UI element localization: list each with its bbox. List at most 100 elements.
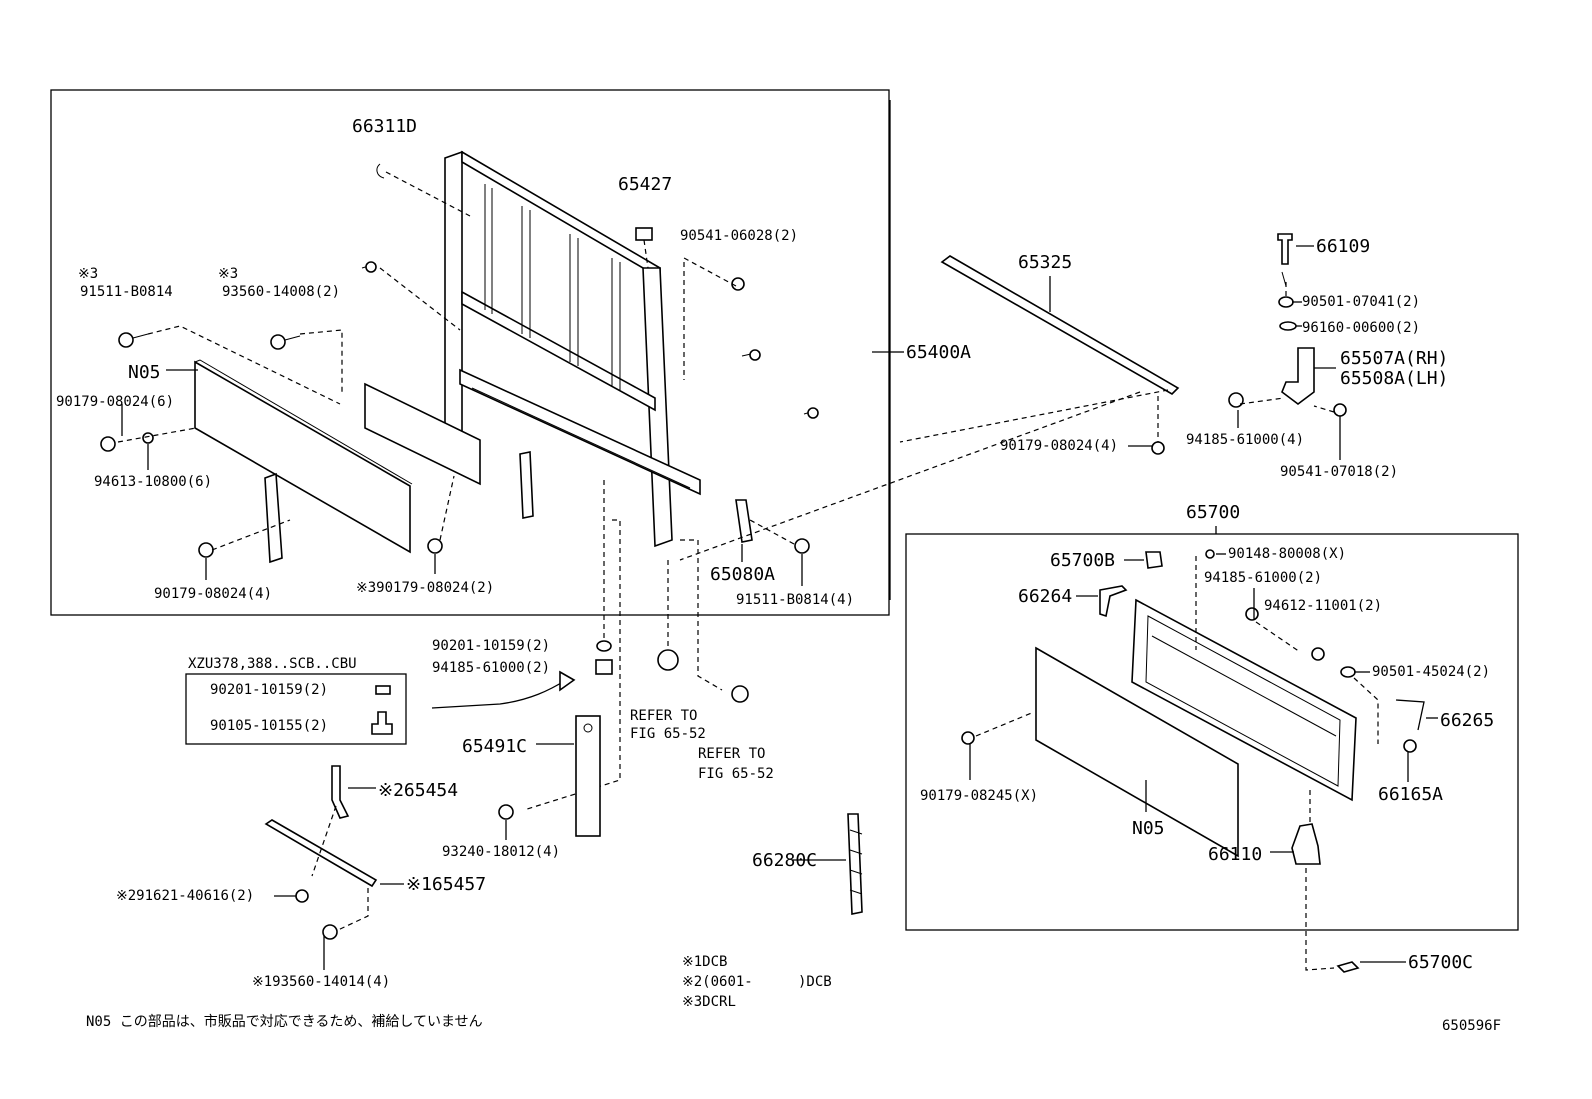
bolt-93240-icon: [498, 804, 514, 820]
label-66165A: 66165A: [1378, 784, 1443, 805]
label-65700B: 65700B: [1050, 550, 1115, 571]
label-n05-left: N05: [128, 362, 161, 383]
cushion-b-icon: [731, 685, 749, 703]
rod-66265-icon: [1395, 699, 1425, 731]
label-90501-45024: 90501-45024(2): [1372, 664, 1490, 680]
panel-n05-right: [1035, 646, 1239, 858]
nut-390179-icon: [427, 538, 443, 554]
inset-box: [185, 673, 407, 745]
footnote: N05 この部品は、市販品で対応できるため、補給していません: [86, 1013, 483, 1030]
bolt-90541-icon: [731, 277, 745, 291]
label-65508A: 65508A(LH): [1340, 368, 1448, 389]
label-66264: 66264: [1018, 586, 1072, 607]
label-90501-07041: 90501-07041(2): [1302, 294, 1420, 310]
washer-94612-icon: [1311, 647, 1325, 661]
bracket-65454-main: [364, 382, 481, 486]
label-65700C: 65700C: [1408, 952, 1473, 973]
note-2b: )DCB: [798, 974, 832, 990]
label-90179-08024-6: 90179-08024(6): [56, 394, 174, 410]
nut-90501-icon: [1278, 296, 1294, 308]
refer-label-1a: REFER TO: [630, 708, 697, 724]
label-90541-06028: 90541-06028(2): [680, 228, 798, 244]
label-65400A: 65400A: [906, 342, 971, 363]
note-1: ※1DCB: [682, 954, 727, 970]
part-66311D-icon: [376, 163, 385, 179]
cushion-a-icon: [657, 649, 679, 671]
label-94612-11001: 94612-11001(2): [1264, 598, 1382, 614]
nut-90501-b-icon: [1340, 666, 1356, 678]
rail-65457-icon: [264, 819, 378, 888]
bolt-93560-icon: [270, 334, 286, 350]
label-65507A: 65507A(RH): [1340, 348, 1448, 369]
bolt-91621-icon: [295, 889, 309, 903]
label-390179-08024: ※390179-08024(2): [356, 580, 494, 596]
group-box-65700: [905, 533, 1519, 931]
refer-label-2a: REFER TO: [698, 746, 765, 762]
post-left: [264, 472, 283, 564]
label-291621-40616: ※291621-40616(2): [116, 888, 254, 904]
label-96160-00600: 96160-00600(2): [1302, 320, 1420, 336]
label-94185-61000-2a: 94185-61000(2): [432, 660, 550, 676]
label-66280C: 66280C: [752, 850, 817, 871]
inset-washer-icon: [375, 685, 391, 695]
refer-label-2b: FIG 65-52: [698, 766, 774, 782]
washer-94613-icon: [142, 432, 154, 444]
figure-id: 650596F: [1442, 1018, 1501, 1034]
label-94185-61000-4: 94185-61000(4): [1186, 432, 1304, 448]
clip-65700B-icon: [1145, 551, 1163, 569]
bolt-91511-b-icon: [794, 538, 810, 554]
inset-label-90201: 90201-10159(2): [210, 682, 328, 698]
nut-90179-b-icon: [198, 542, 214, 558]
nut-94185-c-icon: [595, 659, 613, 675]
nut-90179-c-icon: [1151, 441, 1165, 455]
group-box-65400A: [50, 89, 890, 616]
note-2a: ※2(0601-: [682, 974, 753, 990]
label-90179-08024-4a: 90179-08024(4): [154, 586, 272, 602]
bracket-66264-icon: [1099, 585, 1128, 618]
bolt-93560-b-icon: [322, 924, 338, 940]
label-265454: ※265454: [378, 780, 458, 801]
label-91511-B0814: 91511-B0814: [80, 284, 173, 300]
part-65427-icon: [635, 227, 653, 241]
bolt-90541-b-icon: [1333, 403, 1347, 417]
headboard-frame: [444, 150, 701, 548]
label-91511-B0814-4: 91511-B0814(4): [736, 592, 854, 608]
label-66311D: 66311D: [352, 116, 417, 137]
label-90541-07018: 90541-07018(2): [1280, 464, 1398, 480]
panel-n05-left: [194, 360, 411, 554]
nut-90179-d-icon: [961, 731, 975, 745]
inset-label-90105: 90105-10155(2): [210, 718, 328, 734]
label-91511-mark: ※3: [78, 266, 98, 282]
nut-94185-b-icon: [1245, 607, 1259, 621]
washer-90201-icon: [596, 640, 612, 652]
inset-title: XZU378,388..SCB..CBU: [188, 656, 357, 672]
label-90201-10159-a: 90201-10159(2): [432, 638, 550, 654]
label-66110: 66110: [1208, 844, 1262, 865]
label-65325: 65325: [1018, 252, 1072, 273]
post-center: [519, 451, 534, 519]
cap-66165A-icon: [1403, 739, 1417, 753]
bracket-65454-icon: [331, 765, 350, 819]
strap-66280C-icon: [847, 813, 863, 915]
label-165457: ※165457: [406, 874, 486, 895]
inset-bolt-icon: [371, 711, 393, 735]
label-193560-14014: ※193560-14014(4): [252, 974, 390, 990]
label-66265: 66265: [1440, 710, 1494, 731]
label-66109: 66109: [1316, 236, 1370, 257]
label-90148-80008: 90148-80008(X): [1228, 546, 1346, 562]
label-n05-right: N05: [1132, 818, 1165, 839]
label-65700: 65700: [1186, 502, 1240, 523]
latch-66110-icon: [1291, 823, 1321, 865]
pin-90148-icon: [1205, 549, 1215, 559]
label-94613-10800: 94613-10800(6): [94, 474, 212, 490]
label-65491C: 65491C: [462, 736, 527, 757]
label-90179-08245: 90179-08245(X): [920, 788, 1038, 804]
label-93240-18012: 93240-18012(4): [442, 844, 560, 860]
note-3: ※3DCRL: [682, 994, 736, 1010]
label-94185-61000-2b: 94185-61000(2): [1204, 570, 1322, 586]
nut-90179-icon: [100, 436, 116, 452]
label-65080A: 65080A: [710, 564, 775, 585]
pin-66109-icon: [1277, 233, 1293, 265]
refer-label-1b: FIG 65-52: [630, 726, 706, 742]
label-65427: 65427: [618, 174, 672, 195]
